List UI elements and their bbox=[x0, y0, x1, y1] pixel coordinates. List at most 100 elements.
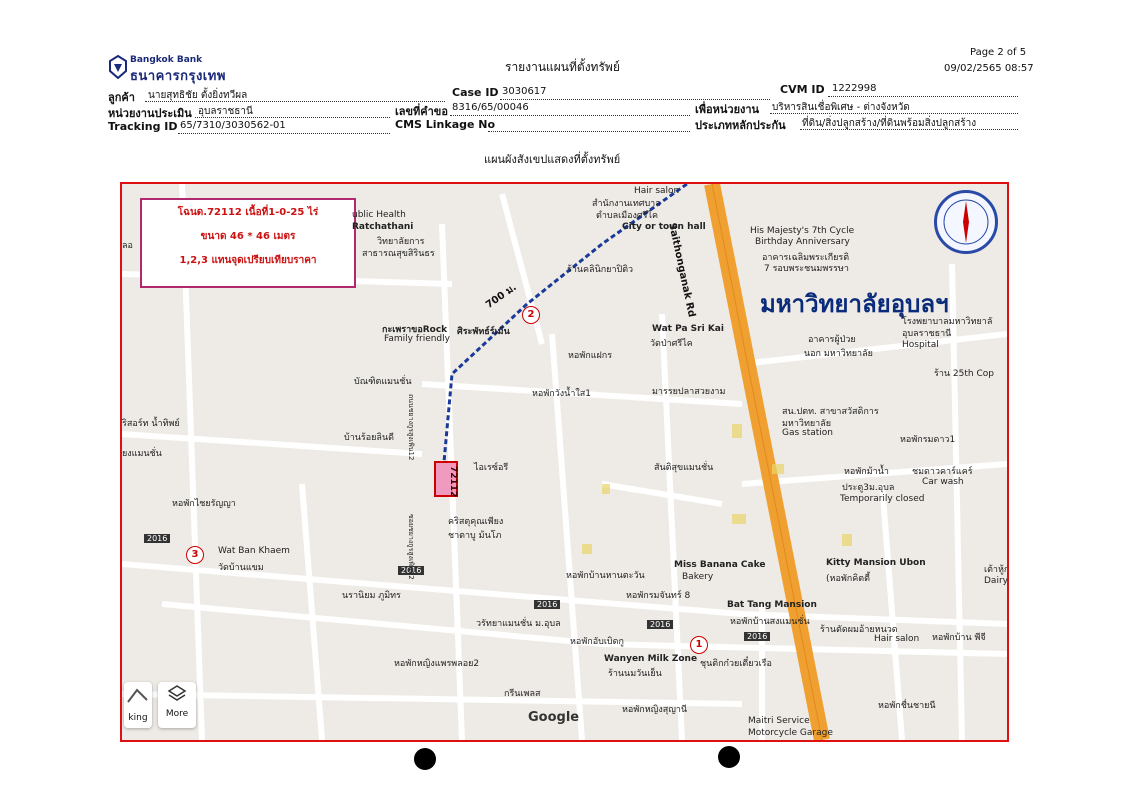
case-id-value: 3030617 bbox=[502, 86, 547, 97]
google-logo: Google bbox=[528, 710, 580, 725]
map-place-label: Bat Tang Mansion bbox=[727, 600, 817, 610]
comparison-point-1: 1 bbox=[690, 636, 708, 654]
legend-comparison-note: 1,2,3 แทนจุดเปรียบเทียบราคา bbox=[179, 255, 317, 266]
route-badge: 2016 bbox=[534, 600, 561, 609]
map-section-title: แผนผังสังเขปแสดงที่ตั้งทรัพย์ bbox=[484, 153, 621, 166]
map-place-label: ชุนติกก๋วยเตี๋ยวเรือ bbox=[700, 659, 772, 669]
layers-label: king bbox=[128, 713, 148, 723]
customer-label: ลูกค้า bbox=[108, 91, 135, 104]
map-place-label: Miss Banana Cake bbox=[674, 560, 766, 570]
map-place-label: วัดป่าศรีไค bbox=[650, 339, 693, 349]
map-place-label: ชาตาบู ม้นโภ bbox=[448, 531, 502, 541]
map-place-label: ร้านนมวันเย็น bbox=[608, 669, 662, 679]
bank-name-th: ธนาคารกรุงเทพ bbox=[130, 69, 226, 84]
map-place-label: ร้าน 25th Cop bbox=[934, 369, 994, 379]
compass-icon bbox=[943, 199, 989, 245]
property-location-map: โฉนด.72112 เนื้อที่1-0-25 ไร่ ขนาด 46 * … bbox=[120, 182, 1009, 742]
map-place-label: Hospital bbox=[902, 340, 939, 350]
map-place-label: Hair salon bbox=[634, 186, 680, 196]
comparison-point-2: 2 bbox=[522, 306, 540, 324]
layers-thumbnail-icon bbox=[127, 688, 148, 703]
route-badge: 2016 bbox=[144, 534, 171, 543]
comparison-point-3: 3 bbox=[186, 546, 204, 564]
map-place-label: ซอยชยางกูรสูงเพิน12 bbox=[407, 514, 415, 580]
map-place-label: หอพักวังน้ำใส1 bbox=[532, 389, 591, 399]
map-place-label: ลอ bbox=[122, 241, 133, 251]
collateral-type-value: ที่ดิน/สิ่งปลูกสร้าง/ที่ดินพร้อมสิ่งปลูก… bbox=[802, 118, 977, 129]
unit-value: อุบลราชธานี bbox=[198, 106, 253, 117]
bank-name-en: Bangkok Bank bbox=[130, 55, 203, 65]
map-place-label: Kitty Mansion Ubon bbox=[826, 558, 926, 568]
map-place-label: เต้าหู้กล bbox=[984, 565, 1009, 575]
map-place-label: สน.ปตท. สาขาสวัสดิการ bbox=[782, 407, 879, 417]
map-place-label: สำนักงานเทศบาล bbox=[592, 199, 661, 209]
map-place-label: Hair salon bbox=[874, 634, 920, 644]
punch-hole bbox=[414, 748, 436, 770]
map-place-label: Wat Ban Khaem bbox=[218, 546, 290, 556]
map-place-label: Gas station bbox=[782, 428, 834, 438]
map-place-label: Family friendly bbox=[384, 334, 450, 344]
legend-title-deed: โฉนด.72112 เนื้อที่1-0-25 ไร่ bbox=[177, 207, 319, 218]
map-place-label: นอก มหาวิทยาลัย bbox=[804, 349, 873, 359]
request-no-label: เลขที่คำขอ bbox=[395, 105, 448, 118]
map-place-label: หอพักหญิงสุญานี bbox=[622, 705, 688, 715]
map-place-label: His Majesty's 7th Cycle bbox=[750, 226, 855, 236]
case-id-underline bbox=[500, 99, 770, 100]
map-place-label: ชมดาวคาร์แคร์ bbox=[912, 467, 973, 477]
more-button[interactable]: More bbox=[158, 682, 196, 728]
map-place-label: หอพักแฝกร bbox=[568, 351, 613, 361]
map-place-label: วิทยาลัยการ bbox=[377, 237, 425, 247]
unit-underline bbox=[195, 117, 390, 118]
map-place-label: วรัทยาแมนชั่น ม.อุบล bbox=[476, 619, 561, 629]
cvm-id-underline bbox=[828, 96, 1018, 97]
map-place-label: โรงพยาบาลมหาวิทยาลั bbox=[902, 317, 993, 327]
map-place-label: มารรยปลาสวยงาม bbox=[652, 387, 726, 397]
map-place-label: Bakery bbox=[682, 572, 714, 582]
map-place-label: หอพักรมจันทร์ 8 bbox=[626, 591, 691, 601]
map-place-label: หอพักไชยรัญญา bbox=[172, 499, 236, 509]
map-place-label: Ratchathani bbox=[352, 222, 414, 232]
legend-box: โฉนด.72112 เนื้อที่1-0-25 ไร่ ขนาด 46 * … bbox=[140, 198, 356, 288]
customer-value: นายสุทธิชัย ตั้งยิ่งทวีผล bbox=[148, 90, 248, 101]
map-place-label: Dairy bbox=[984, 576, 1008, 586]
map-place-label: หอพักหญิงแพรพลอย2 bbox=[394, 659, 480, 669]
map-place-label: อาคารเฉลิมพระเกียรติ bbox=[762, 253, 850, 263]
map-place-label: หอพักบ้านหานตะวัน bbox=[566, 571, 645, 581]
map-place-label: บ้านร้อยลินดี bbox=[344, 433, 394, 443]
collateral-type-label: ประเภทหลักประกัน bbox=[695, 119, 786, 132]
route-badge: 2016 bbox=[398, 566, 425, 575]
bank-emblem-icon bbox=[109, 55, 127, 79]
case-id-label: Case ID bbox=[452, 86, 499, 99]
map-place-label: Motorcycle Garage bbox=[748, 728, 833, 738]
map-place-label: กะเพราขอRock bbox=[382, 325, 448, 335]
map-place-label: สันติสุขแมนชั่น bbox=[654, 463, 714, 473]
map-place-label: หอพักอับเบิดกู bbox=[570, 637, 624, 647]
map-place-label: Wanyen Milk Zone bbox=[604, 654, 698, 664]
route-badge: 2016 bbox=[744, 632, 771, 641]
layers-icon bbox=[167, 685, 187, 701]
route-badge: 2016 bbox=[647, 620, 674, 629]
map-place-label: ublic Health bbox=[352, 210, 406, 220]
route-line bbox=[440, 184, 688, 485]
map-place-label: ตำบลเมืองศรีไค bbox=[596, 211, 659, 221]
map-place-label: Wat Pa Sri Kai bbox=[652, 324, 724, 334]
tracking-id-label: Tracking ID bbox=[108, 120, 178, 133]
layers-button[interactable]: king bbox=[124, 682, 152, 728]
map-place-label: อาคารผู้ป่วย bbox=[808, 335, 856, 345]
map-place-label: บัณฑิตแมนชั่น bbox=[354, 377, 412, 387]
map-place-label: หอพักม้าน้ำ bbox=[844, 467, 889, 477]
bank-logo: Bangkok Bank ธนาคารกรุงเทพ bbox=[108, 55, 228, 84]
print-datetime: 09/02/2565 08:57 bbox=[944, 63, 1034, 74]
map-place-label: ริสอร์ท น้ำทิพย์ bbox=[122, 419, 180, 429]
map-place-label: นรานิยม ภูมิทร bbox=[342, 591, 401, 601]
request-no-value: 8316/65/00046 bbox=[452, 102, 529, 113]
university-label: มหาวิทยาลัยอุบลฯ bbox=[760, 290, 949, 318]
map-place-label: 7 รอบพระชนมพรรษา bbox=[764, 264, 849, 274]
for-unit-underline bbox=[770, 113, 1018, 114]
punch-hole bbox=[718, 746, 740, 768]
map-place-label: ร้านตัดผมอ้ายหนวด bbox=[820, 625, 898, 635]
cms-linkage-label: CMS Linkage No bbox=[395, 118, 496, 131]
unit-label: หน่วยงานประเมิน bbox=[108, 107, 192, 120]
map-place-label: ไอเรซ์อรี bbox=[474, 463, 509, 473]
map-place-label: หอพักบ้านสงแมนชั่น bbox=[730, 617, 810, 627]
